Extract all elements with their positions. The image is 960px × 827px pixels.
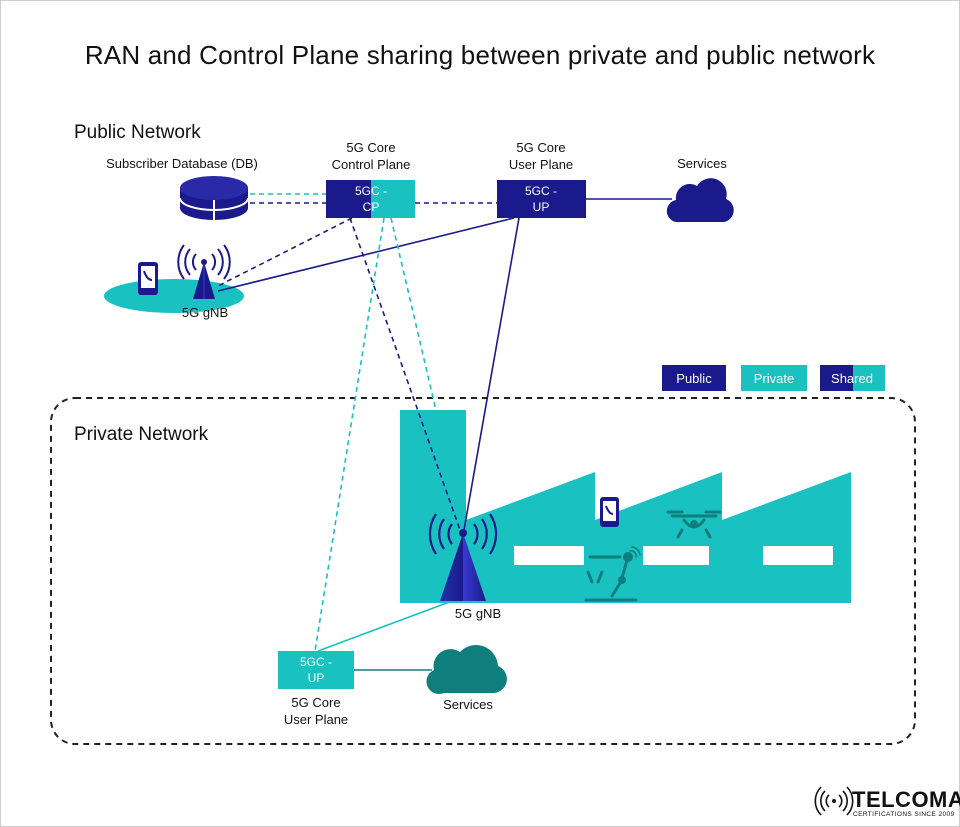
public-up-private-gnb-link — [463, 217, 520, 531]
legend-shared-label: Shared — [831, 371, 873, 386]
phone-icon — [138, 262, 158, 295]
legend-public: Public — [662, 365, 726, 391]
private-up-heading: 5G Core User Plane — [283, 695, 349, 727]
public-services-label: Services — [677, 156, 727, 171]
phone-icon — [600, 497, 619, 527]
public-services-cloud-icon — [666, 178, 734, 223]
cp-private-gnb-public-link — [349, 217, 461, 531]
cp-box-label-1: 5GC - — [355, 184, 387, 198]
robot-arm-icon — [584, 546, 641, 602]
drone-icon — [666, 510, 722, 539]
factory-window — [643, 546, 709, 565]
cp-private-up-link — [314, 217, 385, 652]
subscriber-database-label: Subscriber Database (DB) — [106, 156, 258, 171]
private-gnb-antenna-icon — [428, 513, 498, 601]
private-gnb-label: 5G gNB — [454, 606, 502, 621]
public-up-heading: 5G Core User Plane — [508, 140, 574, 172]
private-network-boundary — [50, 397, 916, 745]
page-title: RAN and Control Plane sharing between pr… — [84, 40, 876, 70]
factory-window — [514, 546, 584, 565]
private-5gc-up-box[interactable]: 5GC - UP — [278, 651, 354, 689]
private-gnb-up-link — [317, 600, 453, 652]
legend-private-label: Private — [754, 371, 794, 386]
up-public-gnb-link — [217, 217, 515, 292]
private-up-box-label-2: UP — [308, 671, 325, 685]
public-up-box-label-2: UP — [533, 200, 550, 214]
telcoma-logo-icon — [814, 786, 854, 816]
public-network-label: Public Network — [74, 122, 201, 143]
public-5gc-cp-box[interactable]: 5GC - CP — [326, 180, 415, 218]
public-cp-heading: 5G Core Control Plane — [331, 140, 411, 172]
public-gnb-label: 5G gNB — [181, 305, 229, 320]
private-services-label: Services — [443, 697, 493, 712]
private-services-cloud-icon — [426, 645, 507, 695]
telcoma-logo-name: TELCOMA — [852, 787, 960, 812]
factory-window — [763, 546, 833, 565]
public-up-box-label-1: 5GC - — [525, 184, 557, 198]
telcoma-logo-tagline: CERTIFICATIONS SINCE 2009 — [853, 811, 955, 818]
public-gnb-antenna-icon — [177, 244, 231, 299]
public-5gc-up-box[interactable]: 5GC - UP — [497, 180, 586, 218]
legend: Public Private Shared — [662, 365, 885, 391]
private-up-box-label-1: 5GC - — [300, 655, 332, 669]
subscriber-database-icon — [179, 176, 249, 220]
factory-building — [400, 410, 851, 603]
cp-public-gnb-link — [215, 217, 353, 288]
private-network-label: Private Network — [74, 424, 209, 445]
legend-shared: Shared — [820, 365, 885, 391]
legend-public-label: Public — [676, 371, 712, 386]
legend-private: Private — [741, 365, 807, 391]
cp-box-label-2: CP — [363, 200, 380, 214]
